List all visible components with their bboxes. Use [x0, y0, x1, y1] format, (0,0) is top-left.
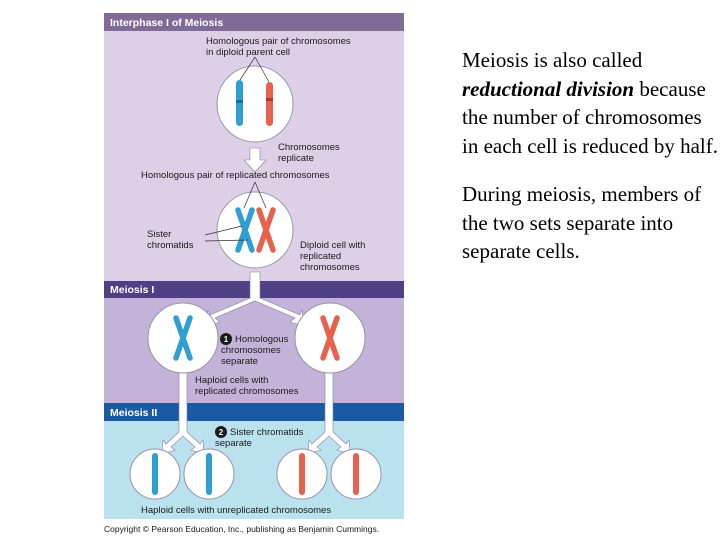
- label-homologous-pair: Homologous pair of chromosomes: [206, 36, 351, 47]
- arrow-meiosis2-right: [307, 365, 351, 455]
- replicated-chromosome-red: [256, 207, 276, 253]
- label-step1-chromosomes: chromosomes: [221, 345, 281, 356]
- replicated-chromosome-blue: [235, 207, 255, 253]
- haploid-chromosome-red: [320, 315, 340, 361]
- interphase-title: Interphase I of Meiosis: [110, 17, 223, 29]
- label-step2-separate: separate: [215, 438, 252, 449]
- meiosis-diagram: Interphase I of Meiosis Meiosis I Meiosi…: [104, 13, 404, 534]
- label-step2-sister: Sister chromatids: [230, 427, 304, 438]
- explanation-text: Meiosis is also called reductional divis…: [462, 46, 718, 286]
- label-chromatids: chromatids: [147, 240, 194, 251]
- chromatid-blue-1: [152, 453, 158, 495]
- step2-number: 2: [219, 428, 224, 437]
- label-step1-separate: separate: [221, 356, 258, 367]
- leader-lines: [204, 56, 270, 242]
- chromatid-red-1: [299, 453, 305, 495]
- label-replicated: replicated: [300, 251, 341, 262]
- step2-badge: [215, 426, 227, 438]
- step1-number: 1: [224, 335, 229, 344]
- arrow-replicate: [243, 147, 267, 173]
- paragraph-reductional: Meiosis is also called reductional divis…: [462, 46, 718, 160]
- label-replicate: replicate: [278, 153, 314, 164]
- haploid-chromosome-blue: [173, 315, 193, 361]
- p1-end: because the number of chromosomes in eac…: [462, 76, 718, 158]
- label-sister: Sister: [147, 229, 171, 240]
- arrow-meiosis1-split: [205, 271, 305, 327]
- copyright: Copyright © Pearson Education, Inc., pub…: [104, 524, 379, 534]
- label-step1-homologous: Homologous: [235, 334, 289, 345]
- p1-start: Meiosis is also called: [462, 48, 643, 72]
- arrow-meiosis2-left: [161, 365, 205, 455]
- label-haploid-unreplicated: Haploid cells with unreplicated chromoso…: [141, 505, 331, 516]
- label-diploid-chromosomes: chromosomes: [300, 262, 360, 273]
- meiosis2-title: Meiosis II: [110, 407, 157, 419]
- meiosis1-title: Meiosis I: [110, 284, 154, 296]
- label-haploid-replicated-1: Haploid cells with: [195, 375, 268, 386]
- paragraph-separation: During meiosis, members of the two sets …: [462, 182, 702, 263]
- term-reductional-division: reductional division: [462, 76, 635, 101]
- diploid-parent-cell: [216, 65, 294, 143]
- label-replicated-pair: Homologous pair of replicated chromosome…: [141, 170, 330, 181]
- chromosome-red: [266, 82, 273, 126]
- chromosome-blue: [236, 80, 243, 126]
- chromatid-red-2: [353, 453, 359, 495]
- replicated-diploid-cell: [216, 191, 294, 269]
- chromatid-blue-2: [206, 453, 212, 495]
- step1-badge: [220, 333, 232, 345]
- interphase-header: [104, 13, 404, 31]
- label-chromosomes: Chromosomes: [278, 142, 340, 153]
- label-haploid-replicated-2: replicated chromosomes: [195, 386, 299, 397]
- chromosomes: [152, 80, 359, 495]
- label-diploid-parent: in diploid parent cell: [206, 47, 290, 58]
- label-diploid-cell: Diploid cell with: [300, 240, 365, 251]
